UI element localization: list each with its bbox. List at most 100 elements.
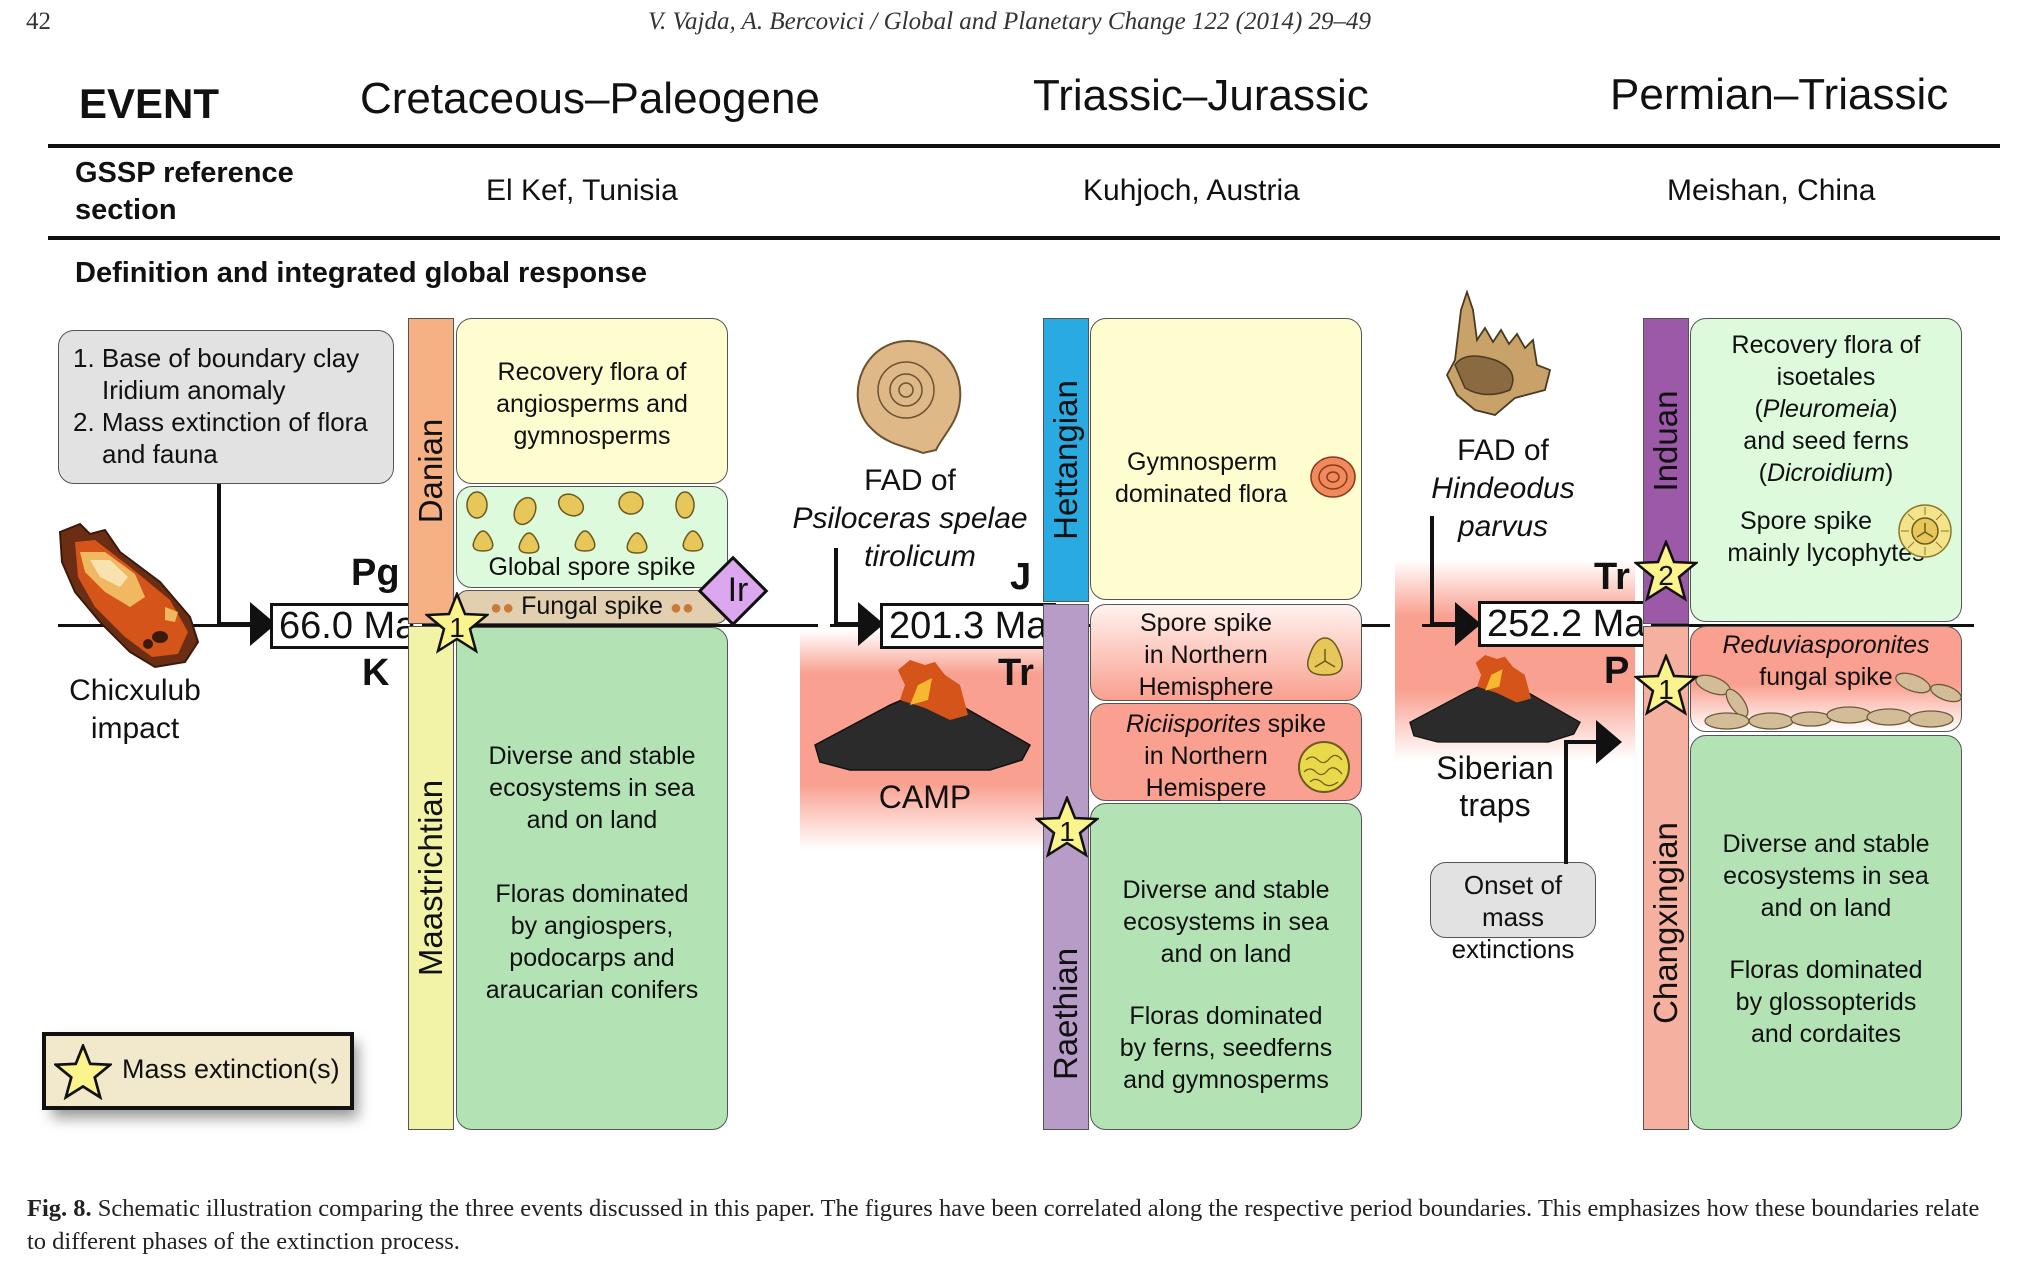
fungal-spore-icon: ●●: [490, 597, 515, 619]
event-header: EVENT: [79, 80, 220, 127]
header-rule-bottom: [48, 236, 2000, 240]
event-title-kpg: Cretaceous–Paleogene: [360, 74, 820, 123]
kpg-spore-spike-box: Global spore spike: [456, 486, 728, 588]
genus-name: Dicroidium: [1766, 459, 1886, 487]
figure-caption-label: Fig. 8.: [27, 1195, 92, 1222]
stage-label-raethian: Raethian: [1047, 947, 1084, 1080]
siberian-traps-label: Siberian traps: [1410, 750, 1580, 824]
box-line: (Dicroidium): [1758, 459, 1894, 487]
box-line: Floras dominated: [1729, 956, 1923, 984]
genus-name: Riciisporites: [1125, 710, 1261, 738]
volcano-icon: [1409, 655, 1581, 743]
stage-label-danian: Danian: [412, 418, 449, 524]
box-line: Reduviasporonites: [1722, 631, 1930, 659]
impact-label-line: impact: [90, 712, 180, 745]
box-line: by angiospers,: [510, 912, 674, 940]
stage-maastrichtian: Maastrichtian: [408, 626, 454, 1130]
box-line: angiosperms and: [496, 390, 688, 418]
figure-caption: Fig. 8. Schematic illustration comparing…: [27, 1192, 2002, 1258]
trj-fad-label: FAD of Psiloceras spelae tirolicum: [770, 462, 1050, 576]
ptr-recovery-box: Recovery flora of isoetales (Pleuromeia)…: [1690, 318, 1962, 622]
trilete-spore-icon: [1307, 637, 1343, 676]
box-line: fungal spike: [1759, 663, 1893, 691]
page-number: 42: [26, 8, 51, 35]
box-line: ecosystems in sea: [489, 774, 695, 802]
box-line: Floras dominated: [1129, 1002, 1323, 1030]
kpg-pointer-vertical: [217, 484, 221, 626]
ptr-upper-period: Tr: [1594, 556, 1630, 598]
box-line: Riciisporites spike: [1091, 708, 1361, 740]
trj-pointer-horizontal: [834, 622, 862, 626]
box-line: Diverse and stable: [1122, 876, 1330, 904]
callout-item: Iridium anomaly: [102, 375, 286, 405]
ammonite-icon: [856, 339, 962, 455]
onset-arrowhead-icon: [1596, 720, 1622, 764]
box-line: and on land: [526, 806, 658, 834]
ptr-fungal-spike-box: Reduviasporonites fungal spike: [1690, 626, 1962, 732]
legend-label: Mass extinction(s): [122, 1054, 340, 1084]
fad-line: FAD of: [864, 464, 956, 497]
ptr-boundary-line: [1422, 624, 1974, 627]
stage-danian: Danian: [408, 318, 454, 624]
extinction-star-icon: [1634, 540, 1698, 602]
ptr-lower-period: P: [1604, 650, 1630, 692]
traps-line: Siberian: [1436, 750, 1554, 786]
ptr-fad-label: FAD of Hindeodus parvus: [1398, 432, 1608, 546]
trj-pointer-vertical: [834, 548, 838, 626]
fad-line: Hindeodus: [1431, 472, 1575, 505]
legend-star-icon: [54, 1044, 112, 1100]
box-line: and on land: [1760, 894, 1892, 922]
trj-riciisporites-box: Riciisporites spike in Northern Hemisper…: [1090, 703, 1362, 802]
trj-star-number: 1: [1059, 816, 1075, 847]
pollen-grain-icon: [1310, 456, 1356, 498]
box-line: and gymnosperms: [1123, 1066, 1329, 1094]
gssp-ptr: Meishan, China: [1667, 174, 1876, 207]
box-line: and cordaites: [1750, 1020, 1902, 1048]
gssp-kpg: El Kef, Tunisia: [486, 174, 678, 207]
fad-line: tirolicum: [864, 540, 976, 573]
stage-label-induan: Induan: [1647, 390, 1684, 492]
box-line: dominated flora: [1115, 480, 1288, 508]
volcano-icon: [814, 660, 1032, 771]
kpg-pointer-horizontal: [217, 622, 253, 626]
box-line: Floras dominated: [495, 880, 689, 908]
onset-line: Onset of mass: [1463, 870, 1563, 932]
trj-upper-period: J: [1010, 556, 1032, 598]
stage-label-hettangian: Hettangian: [1047, 380, 1084, 540]
box-line: in Northern: [1144, 641, 1268, 669]
box-line: Hemisphere: [1138, 673, 1274, 701]
conodont-icon: [1445, 290, 1552, 416]
ptr-star-number-2: 2: [1658, 560, 1674, 591]
stage-label-changxingian: Changxingian: [1647, 822, 1684, 1025]
fungal-hyphae-icon: [1695, 672, 1961, 730]
box-line: Diverse and stable: [488, 742, 696, 770]
stage-raethian: Raethian: [1043, 604, 1089, 1130]
extinction-star-icon: [425, 592, 489, 654]
ptr-pointer-horizontal: [1430, 622, 1458, 626]
lycophyte-spore-icon: [1898, 504, 1952, 558]
kpg-star-number: 1: [449, 612, 465, 643]
meteor-icon: [58, 522, 200, 669]
extinction-star-icon: [1035, 796, 1099, 858]
kpg-definition-callout: 1. Base of boundary clay Iridium anomaly…: [58, 330, 394, 484]
kpg-pre-event-box: Diverse and stable ecosystems in sea and…: [456, 627, 728, 1130]
trj-gymnosperm-box: Gymnosperm dominated flora: [1090, 318, 1362, 600]
box-line: araucarian conifers: [485, 976, 699, 1004]
kpg-age-label: 66.0 Ma: [270, 603, 426, 649]
genus-name: Pleuromeia: [1762, 395, 1890, 423]
box-line: by ferns, seedferns: [1119, 1034, 1333, 1062]
box-line: and on land: [1160, 940, 1292, 968]
spore-grains-icon: [466, 491, 704, 554]
callout-item: and fauna: [102, 439, 218, 469]
ptr-age-label: 252.2 Ma: [1478, 601, 1655, 647]
box-line: Gymnosperm: [1127, 448, 1278, 476]
extinction-star-icon: [1634, 654, 1698, 716]
riciisporites-icon: [1298, 741, 1350, 793]
trj-pre-event-box: Diverse and stable ecosystems in sea and…: [1090, 803, 1362, 1130]
trj-age-label: 201.3 Ma: [880, 603, 1057, 649]
trj-spore-spike-box: Spore spike in Northern Hemisphere: [1090, 604, 1362, 701]
box-line: (Pleuromeia): [1754, 395, 1898, 423]
gssp-trj: Kuhjoch, Austria: [1083, 174, 1300, 207]
box-text: spike: [1260, 710, 1327, 738]
box-line: Diverse and stable: [1722, 830, 1930, 858]
